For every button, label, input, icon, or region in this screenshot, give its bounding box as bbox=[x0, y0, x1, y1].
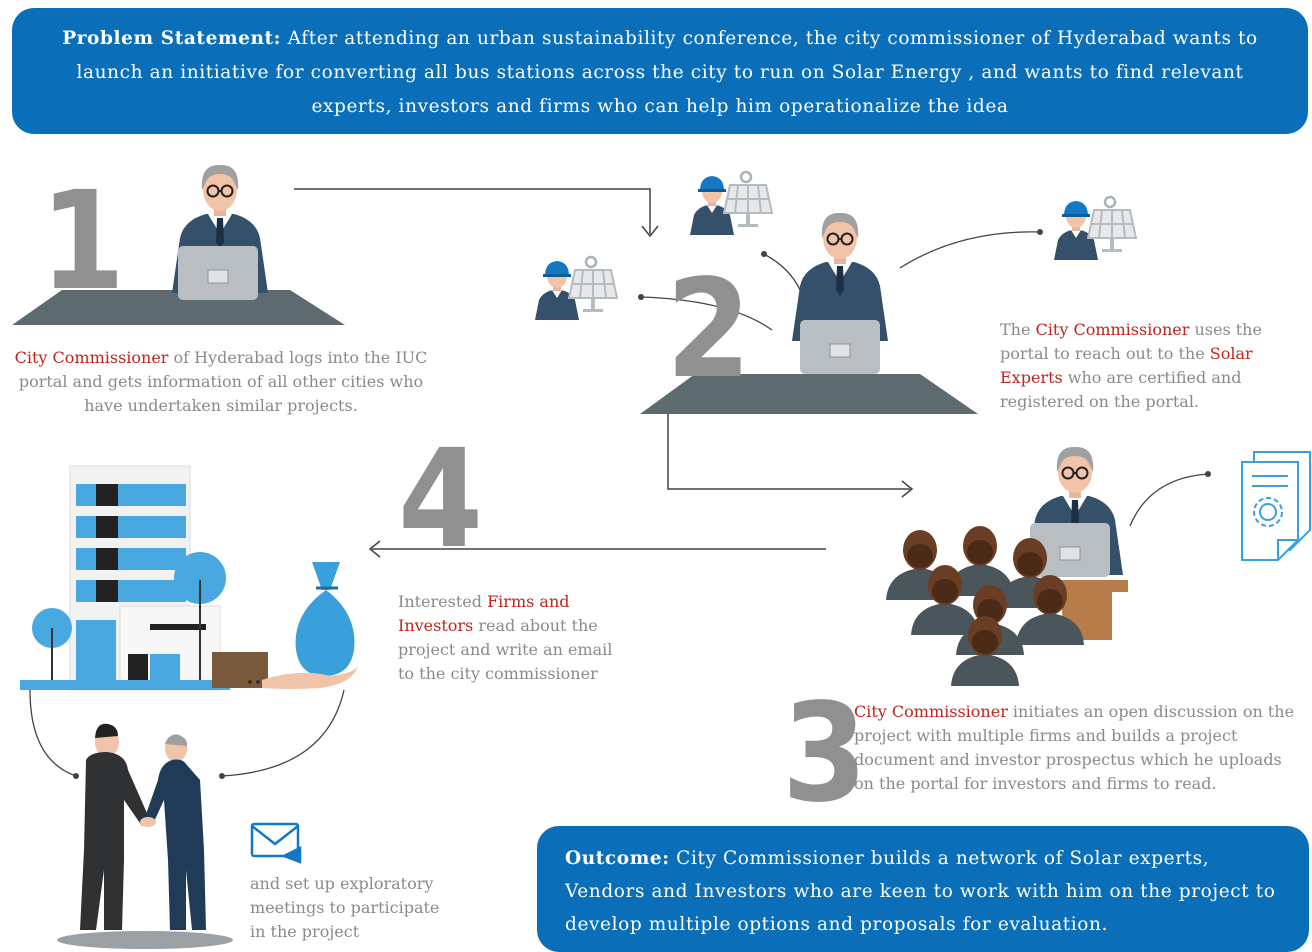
problem-statement-banner: Problem Statement: After attending an ur… bbox=[12, 8, 1308, 134]
step-2-highlight-a: City Commissioner bbox=[1035, 320, 1190, 339]
outcome-label: Outcome: bbox=[565, 848, 670, 869]
step-2-text-b: uses the portal to reach out to the bbox=[1000, 320, 1262, 363]
laptop-1 bbox=[177, 245, 259, 301]
outcome-banner: Outcome: City Commissioner builds a netw… bbox=[537, 826, 1309, 952]
step-2-text-a: The bbox=[1000, 320, 1036, 339]
desk-2 bbox=[640, 374, 978, 414]
step-3-text: initiates an open discussion on the proj… bbox=[854, 702, 1295, 793]
outcome-text: City Commissioner builds a network of So… bbox=[565, 848, 1276, 935]
step-number-1: 1 bbox=[40, 163, 126, 321]
step-number-4: 4 bbox=[398, 421, 484, 579]
meeting-description: and set up exploratory meetings to parti… bbox=[250, 874, 440, 941]
money-bag-icon bbox=[262, 562, 358, 689]
problem-statement-text: After attending an urban sustainability … bbox=[76, 28, 1258, 117]
podium bbox=[1060, 580, 1128, 640]
solar-expert-c bbox=[1052, 195, 1138, 262]
email-icon bbox=[250, 822, 302, 864]
trees bbox=[32, 552, 226, 680]
desk-1 bbox=[12, 290, 345, 325]
step-3-description: City Commissioner initiates an open disc… bbox=[854, 700, 1299, 796]
solar-expert-a bbox=[688, 170, 774, 237]
handshake-icon bbox=[57, 723, 233, 949]
step-3-highlight: City Commissioner bbox=[854, 702, 1008, 721]
step-1-text: of Hyderabad logs into the IUC portal an… bbox=[18, 348, 428, 415]
step-4-text-a: Interested bbox=[398, 592, 488, 611]
document-gear-icon bbox=[1241, 451, 1311, 561]
step-1-highlight: City Commissioner bbox=[14, 348, 169, 367]
step-4-highlight: Firms and Investors bbox=[398, 592, 570, 635]
problem-statement-label: Problem Statement: bbox=[62, 28, 282, 49]
step-4-description: Interested Firms and Investors read abou… bbox=[398, 590, 623, 686]
step-2-highlight-b: Solar Experts bbox=[1000, 344, 1253, 387]
solar-expert-b bbox=[533, 255, 619, 322]
step-2-description: The City Commissioner uses the portal to… bbox=[1000, 318, 1290, 414]
step-1-description: City Commissioner of Hyderabad logs into… bbox=[10, 346, 432, 418]
building-icon bbox=[20, 465, 230, 691]
step-4-text-b: read about the project and write an emai… bbox=[398, 616, 613, 683]
step-number-2: 2 bbox=[666, 251, 752, 409]
laptop-2 bbox=[799, 319, 881, 375]
step-2-text-c: who are certified and registered on the … bbox=[1000, 368, 1242, 411]
step-number-3: 3 bbox=[782, 675, 868, 833]
briefcase bbox=[212, 652, 268, 688]
